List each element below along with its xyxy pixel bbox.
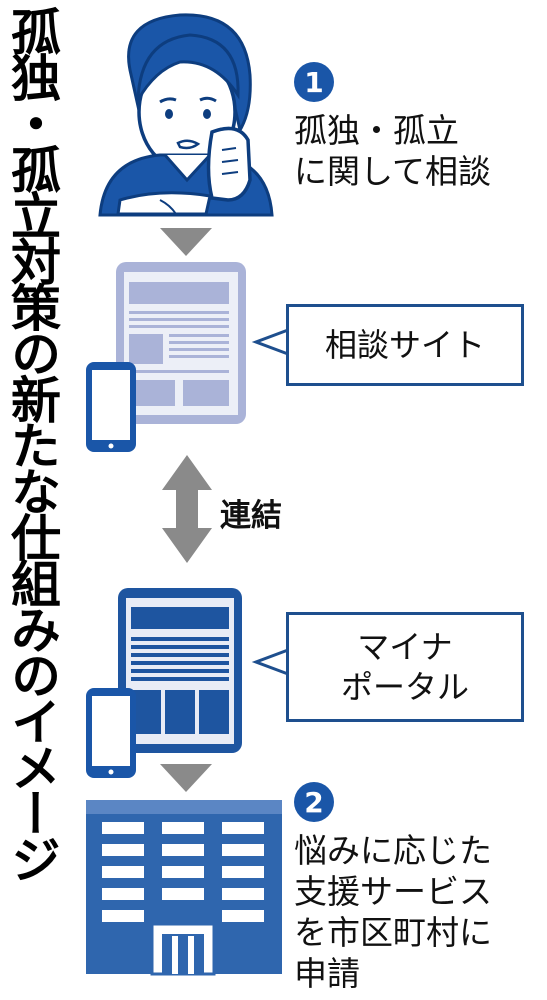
link-label: 連結 bbox=[220, 498, 282, 534]
callout-pointer bbox=[251, 648, 289, 676]
worried-person-icon bbox=[98, 13, 274, 217]
myna-portal-callout: マイナ ポータル bbox=[286, 612, 524, 722]
step-1-badge: 1 bbox=[294, 62, 334, 102]
consultation-site-tablet-icon bbox=[116, 262, 246, 424]
page-title: 孤独・孤立対策の新たな仕組みのイメージ bbox=[3, 6, 61, 880]
callout-pointer bbox=[251, 328, 289, 356]
step-1-text: 孤独・孤立 に関して相談 bbox=[294, 111, 492, 191]
step-2-text: 悩みに応じた 支援サービス を市区町村に 申請 bbox=[294, 831, 492, 993]
municipal-building-icon bbox=[86, 800, 282, 976]
step-2-badge: 2 bbox=[294, 782, 334, 822]
down-arrow-icon bbox=[160, 228, 212, 256]
bidirectional-arrow-icon bbox=[162, 455, 212, 563]
down-arrow-icon bbox=[160, 764, 212, 792]
smartphone-icon bbox=[86, 688, 136, 778]
consultation-site-callout: 相談サイト bbox=[286, 304, 524, 386]
myna-portal-tablet-icon bbox=[118, 588, 242, 753]
smartphone-icon bbox=[86, 362, 136, 452]
